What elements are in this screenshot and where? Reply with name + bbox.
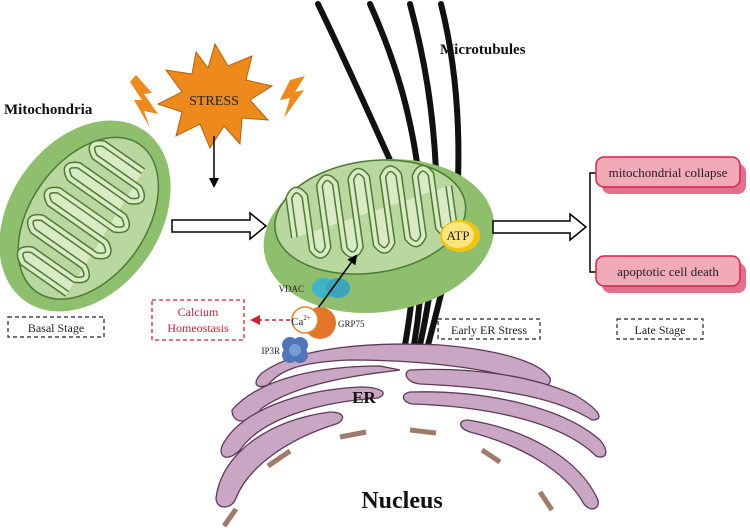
stress-label: STRESS — [189, 94, 239, 109]
ip3r-receptor — [282, 337, 308, 363]
stage-basal-label: Basal Stage — [28, 321, 84, 335]
basal-mitochondrion — [0, 120, 171, 312]
er-cisternae — [215, 343, 607, 510]
atp-molecule: ATP — [440, 220, 480, 252]
stage-early-box — [437, 318, 541, 340]
calcium-homeostasis-line2: Homeostasis — [167, 321, 229, 335]
calcium-homeostasis-box — [151, 299, 245, 341]
nuclear-pores — [221, 427, 555, 528]
svg-text:Ca2+: Ca2+ — [291, 314, 311, 328]
mitochondria-label: Mitochondria — [4, 102, 93, 118]
lightning-right-icon — [280, 76, 305, 118]
stress-burst: STRESS — [156, 42, 274, 150]
calcium-charge: 2+ — [303, 314, 311, 322]
outcome-death-label: apoptotic cell death — [617, 264, 719, 279]
outcome-mitochondrial-collapse: mitochondrial collapse — [595, 156, 746, 194]
stressed-mitochondrion — [263, 159, 495, 313]
er-label: ER — [352, 388, 376, 407]
basal-to-early-arrow — [171, 211, 268, 241]
stage-basal-box — [7, 316, 105, 338]
calcium-ion: Ca2+ — [291, 306, 319, 334]
outcome-apoptotic-cell-death: apoptotic cell death — [595, 255, 746, 293]
stress-star-shape — [156, 42, 274, 150]
outcome-bracket — [589, 172, 600, 273]
stage-early-label: Early ER Stress — [451, 323, 527, 337]
early-to-late-arrow — [492, 212, 588, 242]
stage-late-label: Late Stage — [635, 323, 686, 337]
ip3r-label: IP3R — [261, 346, 280, 356]
outcome-collapse-label: mitochondrial collapse — [609, 165, 728, 180]
calcium-label: Ca — [291, 316, 303, 328]
vdac-channel — [312, 278, 350, 298]
vdac-label: VDAC — [278, 284, 304, 294]
microtubules-label: Microtubules — [440, 42, 526, 58]
nucleus-label: Nucleus — [361, 488, 442, 514]
stage-late-box — [616, 318, 704, 340]
atp-label: ATP — [446, 228, 469, 243]
lightning-left-icon — [130, 75, 158, 128]
grp75-label: GRP75 — [338, 319, 365, 329]
ca-to-mito-arrow — [312, 254, 358, 316]
calcium-homeostasis-line1: Calcium — [178, 305, 219, 319]
